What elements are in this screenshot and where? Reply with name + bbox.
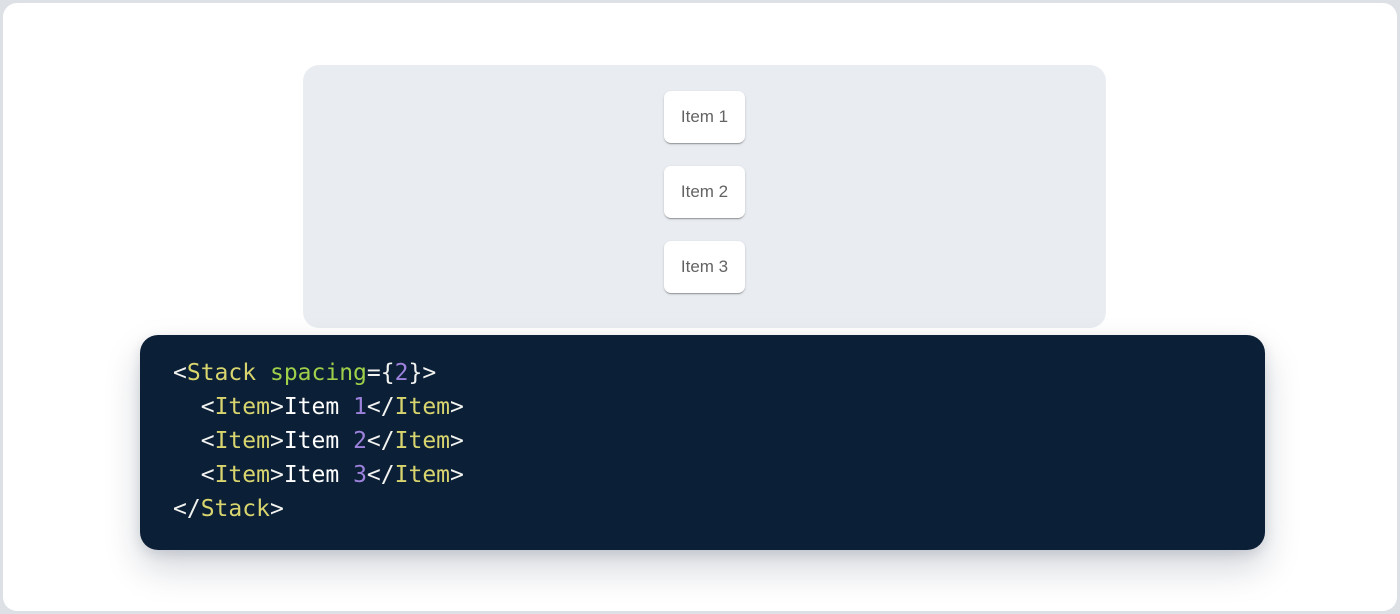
stack-item-1: Item 1: [664, 91, 745, 143]
code-token-tag: Item: [214, 394, 270, 420]
code-line: <Stack spacing={2}>: [173, 356, 1232, 390]
code-token-tag: Stack: [186, 360, 257, 386]
code-token-punctuation: >: [269, 462, 284, 488]
code-token-punctuation: ={: [366, 360, 395, 386]
code-token-number: 2: [353, 428, 367, 454]
code-line: <Item>Item 1</Item>: [173, 390, 1232, 424]
code-token-punctuation: >: [269, 394, 284, 420]
code-token-tag: Item: [214, 462, 270, 488]
code-token-attr-name: spacing: [269, 360, 367, 386]
code-token-tag: Item: [394, 428, 451, 454]
code-token-tag: Item: [394, 462, 451, 488]
code-token-tag: Item: [394, 394, 451, 420]
code-token-punctuation: >: [269, 496, 284, 522]
code-token-plain: [173, 394, 201, 420]
screenshot-frame: Item 1 Item 2 Item 3 <Stack spacing={2}>…: [3, 3, 1397, 611]
code-token-punctuation: <: [200, 428, 215, 454]
code-token-punctuation: <: [200, 394, 215, 420]
code-token-plain: [173, 428, 201, 454]
code-block[interactable]: <Stack spacing={2}> <Item>Item 1</Item> …: [140, 335, 1265, 550]
code-token-tag: Item: [214, 428, 270, 454]
stack-item-2: Item 2: [664, 166, 745, 218]
code-token-punctuation: >: [450, 428, 464, 454]
code-token-punctuation: </: [366, 428, 395, 454]
code-token-punctuation: <: [200, 462, 215, 488]
code-token-plain: [256, 360, 270, 386]
stack-item-3: Item 3: [664, 241, 745, 293]
code-line: <Item>Item 3</Item>: [173, 458, 1232, 492]
stack-demo: Item 1 Item 2 Item 3: [303, 91, 1106, 293]
code-token-tag: Stack: [200, 496, 270, 522]
code-line: <Item>Item 2</Item>: [173, 424, 1232, 458]
code-token-number: 3: [353, 462, 367, 488]
code-token-punctuation: </: [173, 496, 201, 522]
code-token-punctuation: <: [173, 360, 187, 386]
code-token-punctuation: </: [366, 394, 395, 420]
code-token-plain: [173, 462, 201, 488]
code-token-number: 2: [394, 360, 409, 386]
code-line: </Stack>: [173, 492, 1232, 526]
demo-panel: Item 1 Item 2 Item 3: [303, 65, 1106, 328]
code-token-punctuation: >: [450, 394, 464, 420]
code-token-punctuation: >: [269, 428, 284, 454]
code-token-number: 1: [353, 394, 367, 420]
code-token-punctuation: >: [450, 462, 464, 488]
code-token-plain: Item: [283, 462, 354, 488]
code-content: <Stack spacing={2}> <Item>Item 1</Item> …: [173, 356, 1232, 526]
code-token-plain: Item: [283, 428, 354, 454]
code-token-punctuation: }>: [408, 360, 437, 386]
code-token-plain: Item: [283, 394, 354, 420]
code-token-punctuation: </: [366, 462, 395, 488]
